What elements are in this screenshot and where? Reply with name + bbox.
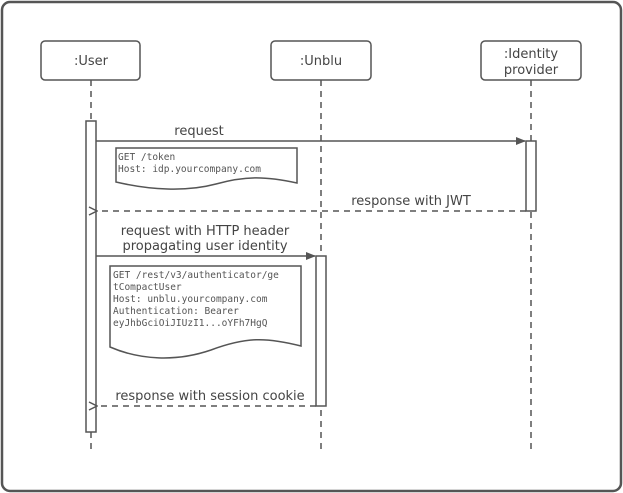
participant-idp-label-line1: :Identity — [504, 47, 559, 62]
compact-user-note-line: Authentication: Bearer — [113, 306, 239, 317]
token-note-line: Host: idp.yourcompany.com — [118, 164, 261, 175]
participant-unblu: :Unblu — [270, 40, 372, 81]
participant-identity-provider: :Identity provider — [480, 40, 582, 81]
compact-user-note-line: eyJhbGciOiJIUzI1...oYFh7HgQ — [113, 318, 268, 329]
response-jwt-label: response with JWT — [351, 194, 471, 209]
participant-idp-label-line2: provider — [504, 63, 559, 78]
compact-user-note-line: Host: unblu.yourcompany.com — [113, 294, 268, 305]
compact-user-note-line: GET /rest/v3/authenticator/ge — [113, 270, 279, 281]
request-label: request — [174, 124, 223, 139]
user-activation-bar — [85, 120, 97, 433]
compact-user-note-line: tCompactUser — [113, 282, 182, 293]
token-note-line: GET /token — [118, 152, 175, 163]
unblu-activation-bar — [315, 255, 327, 407]
request-header-label-line1: request with HTTP header — [121, 224, 290, 239]
token-request-note: GET /token Host: idp.yourcompany.com — [115, 147, 298, 190]
participant-unblu-label: :Unblu — [300, 54, 342, 69]
compact-user-note: GET /rest/v3/authenticator/ge tCompactUs… — [109, 265, 302, 359]
idp-activation-bar — [525, 140, 537, 212]
participant-user: :User — [40, 40, 141, 81]
response-cookie-label: response with session cookie — [115, 389, 304, 404]
request-header-label-line2: propagating user identity — [122, 239, 287, 254]
participant-user-label: :User — [74, 54, 109, 69]
